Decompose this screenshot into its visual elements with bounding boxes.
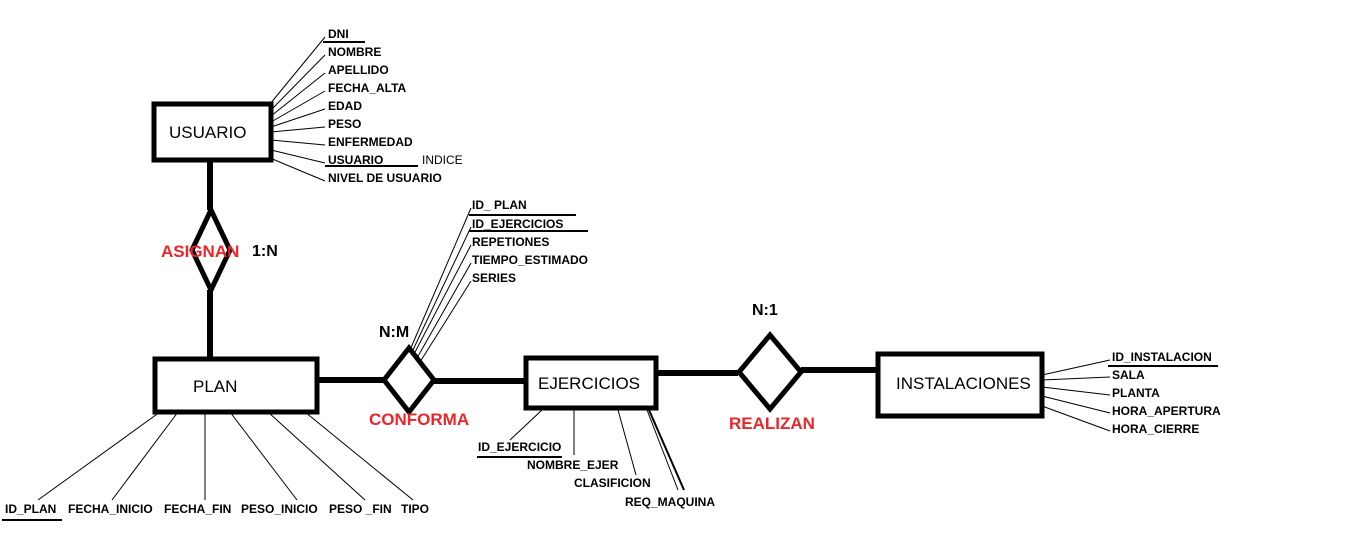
instalaciones-attribute-lines xyxy=(1041,359,1111,432)
entity-usuario: USUARIO xyxy=(151,101,274,163)
plan-attr-id-plan: ID_PLAN xyxy=(5,502,56,516)
conforma-attr-id-plan: ID_ PLAN xyxy=(472,198,527,212)
entity-plan: PLAN xyxy=(152,356,320,415)
plan-attr-peso-fin: PESO _FIN xyxy=(329,502,392,516)
entity-instalaciones: INSTALACIONES xyxy=(875,351,1045,419)
plan-attr-fecha-inicio: FECHA_INICIO xyxy=(68,502,153,516)
relationship-asignan-label: ASIGNAN xyxy=(161,242,239,261)
relationship-conforma-diamond xyxy=(380,343,438,417)
usuario-attr-apellido: APELLIDO xyxy=(328,63,389,77)
usuario-attr-indice-note: INDICE xyxy=(422,153,463,167)
ejercicios-attr-nombre-ejer: NOMBRE_EJER xyxy=(527,458,619,472)
instalaciones-attr-planta: PLANTA xyxy=(1112,386,1160,400)
ejercicios-attribute-lines xyxy=(509,409,685,491)
instalaciones-attr-hora-apertura: HORA_APERTURA xyxy=(1112,404,1221,418)
usuario-attr-enfermedad: ENFERMEDAD xyxy=(328,135,413,149)
instalaciones-attr-id-instalacion: ID_INSTALACION xyxy=(1112,350,1212,364)
plan-attr-tipo: TIPO xyxy=(401,502,429,516)
conforma-attr-tiempo-estimado: TIEMPO_ESTIMADO xyxy=(472,253,588,267)
conforma-attribute-lines xyxy=(409,207,472,363)
relationship-asignan-diamond xyxy=(189,204,233,296)
relationship-conforma-label: CONFORMA xyxy=(369,410,469,429)
entity-ejercicios: EJERCICIOS xyxy=(523,355,659,411)
ejercicios-attr-req-maquina: REQ_MAQUINA xyxy=(625,495,715,509)
conforma-attr-series: SERIES xyxy=(472,271,516,285)
relationship-conforma-cardinality: N:M xyxy=(379,324,409,341)
ejercicios-attr-clasificion: CLASIFICION xyxy=(574,476,651,490)
plan-attribute-lines xyxy=(37,411,414,501)
instalaciones-attr-hora-cierre: HORA_CIERRE xyxy=(1112,422,1199,436)
relationship-realizan-cardinality: N:1 xyxy=(752,302,778,319)
plan-attr-fecha-fin: FECHA_FIN xyxy=(164,502,231,516)
usuario-attr-fecha-alta: FECHA_ALTA xyxy=(328,81,407,95)
usuario-attribute-lines xyxy=(269,36,326,182)
relationship-asignan-cardinality: 1:N xyxy=(252,243,278,260)
conforma-attr-repetiones: REPETIONES xyxy=(472,235,549,249)
entity-instalaciones-label: INSTALACIONES xyxy=(896,374,1031,393)
ejercicios-attr-id-ejercicio: ID_EJERCICIO xyxy=(478,440,561,454)
conforma-attr-id-ejercicios: ID_EJERCICIOS xyxy=(472,217,563,231)
usuario-attr-edad: EDAD xyxy=(328,99,362,113)
plan-attr-peso-inicio: PESO_INICIO xyxy=(241,502,318,516)
entity-plan-label: PLAN xyxy=(193,377,237,396)
relationship-realizan-diamond xyxy=(735,331,805,413)
usuario-attr-usuario: USUARIO xyxy=(328,153,383,167)
entity-ejercicios-label: EJERCICIOS xyxy=(538,374,640,393)
usuario-attr-nombre: NOMBRE xyxy=(328,45,381,59)
relationship-realizan-label: REALIZAN xyxy=(729,414,815,433)
usuario-attr-nivel: NIVEL DE USUARIO xyxy=(328,171,442,185)
entity-usuario-label: USUARIO xyxy=(169,123,246,142)
usuario-attr-dni: DNI xyxy=(328,27,349,41)
usuario-attr-peso: PESO xyxy=(328,117,361,131)
instalaciones-attr-sala: SALA xyxy=(1112,368,1145,382)
